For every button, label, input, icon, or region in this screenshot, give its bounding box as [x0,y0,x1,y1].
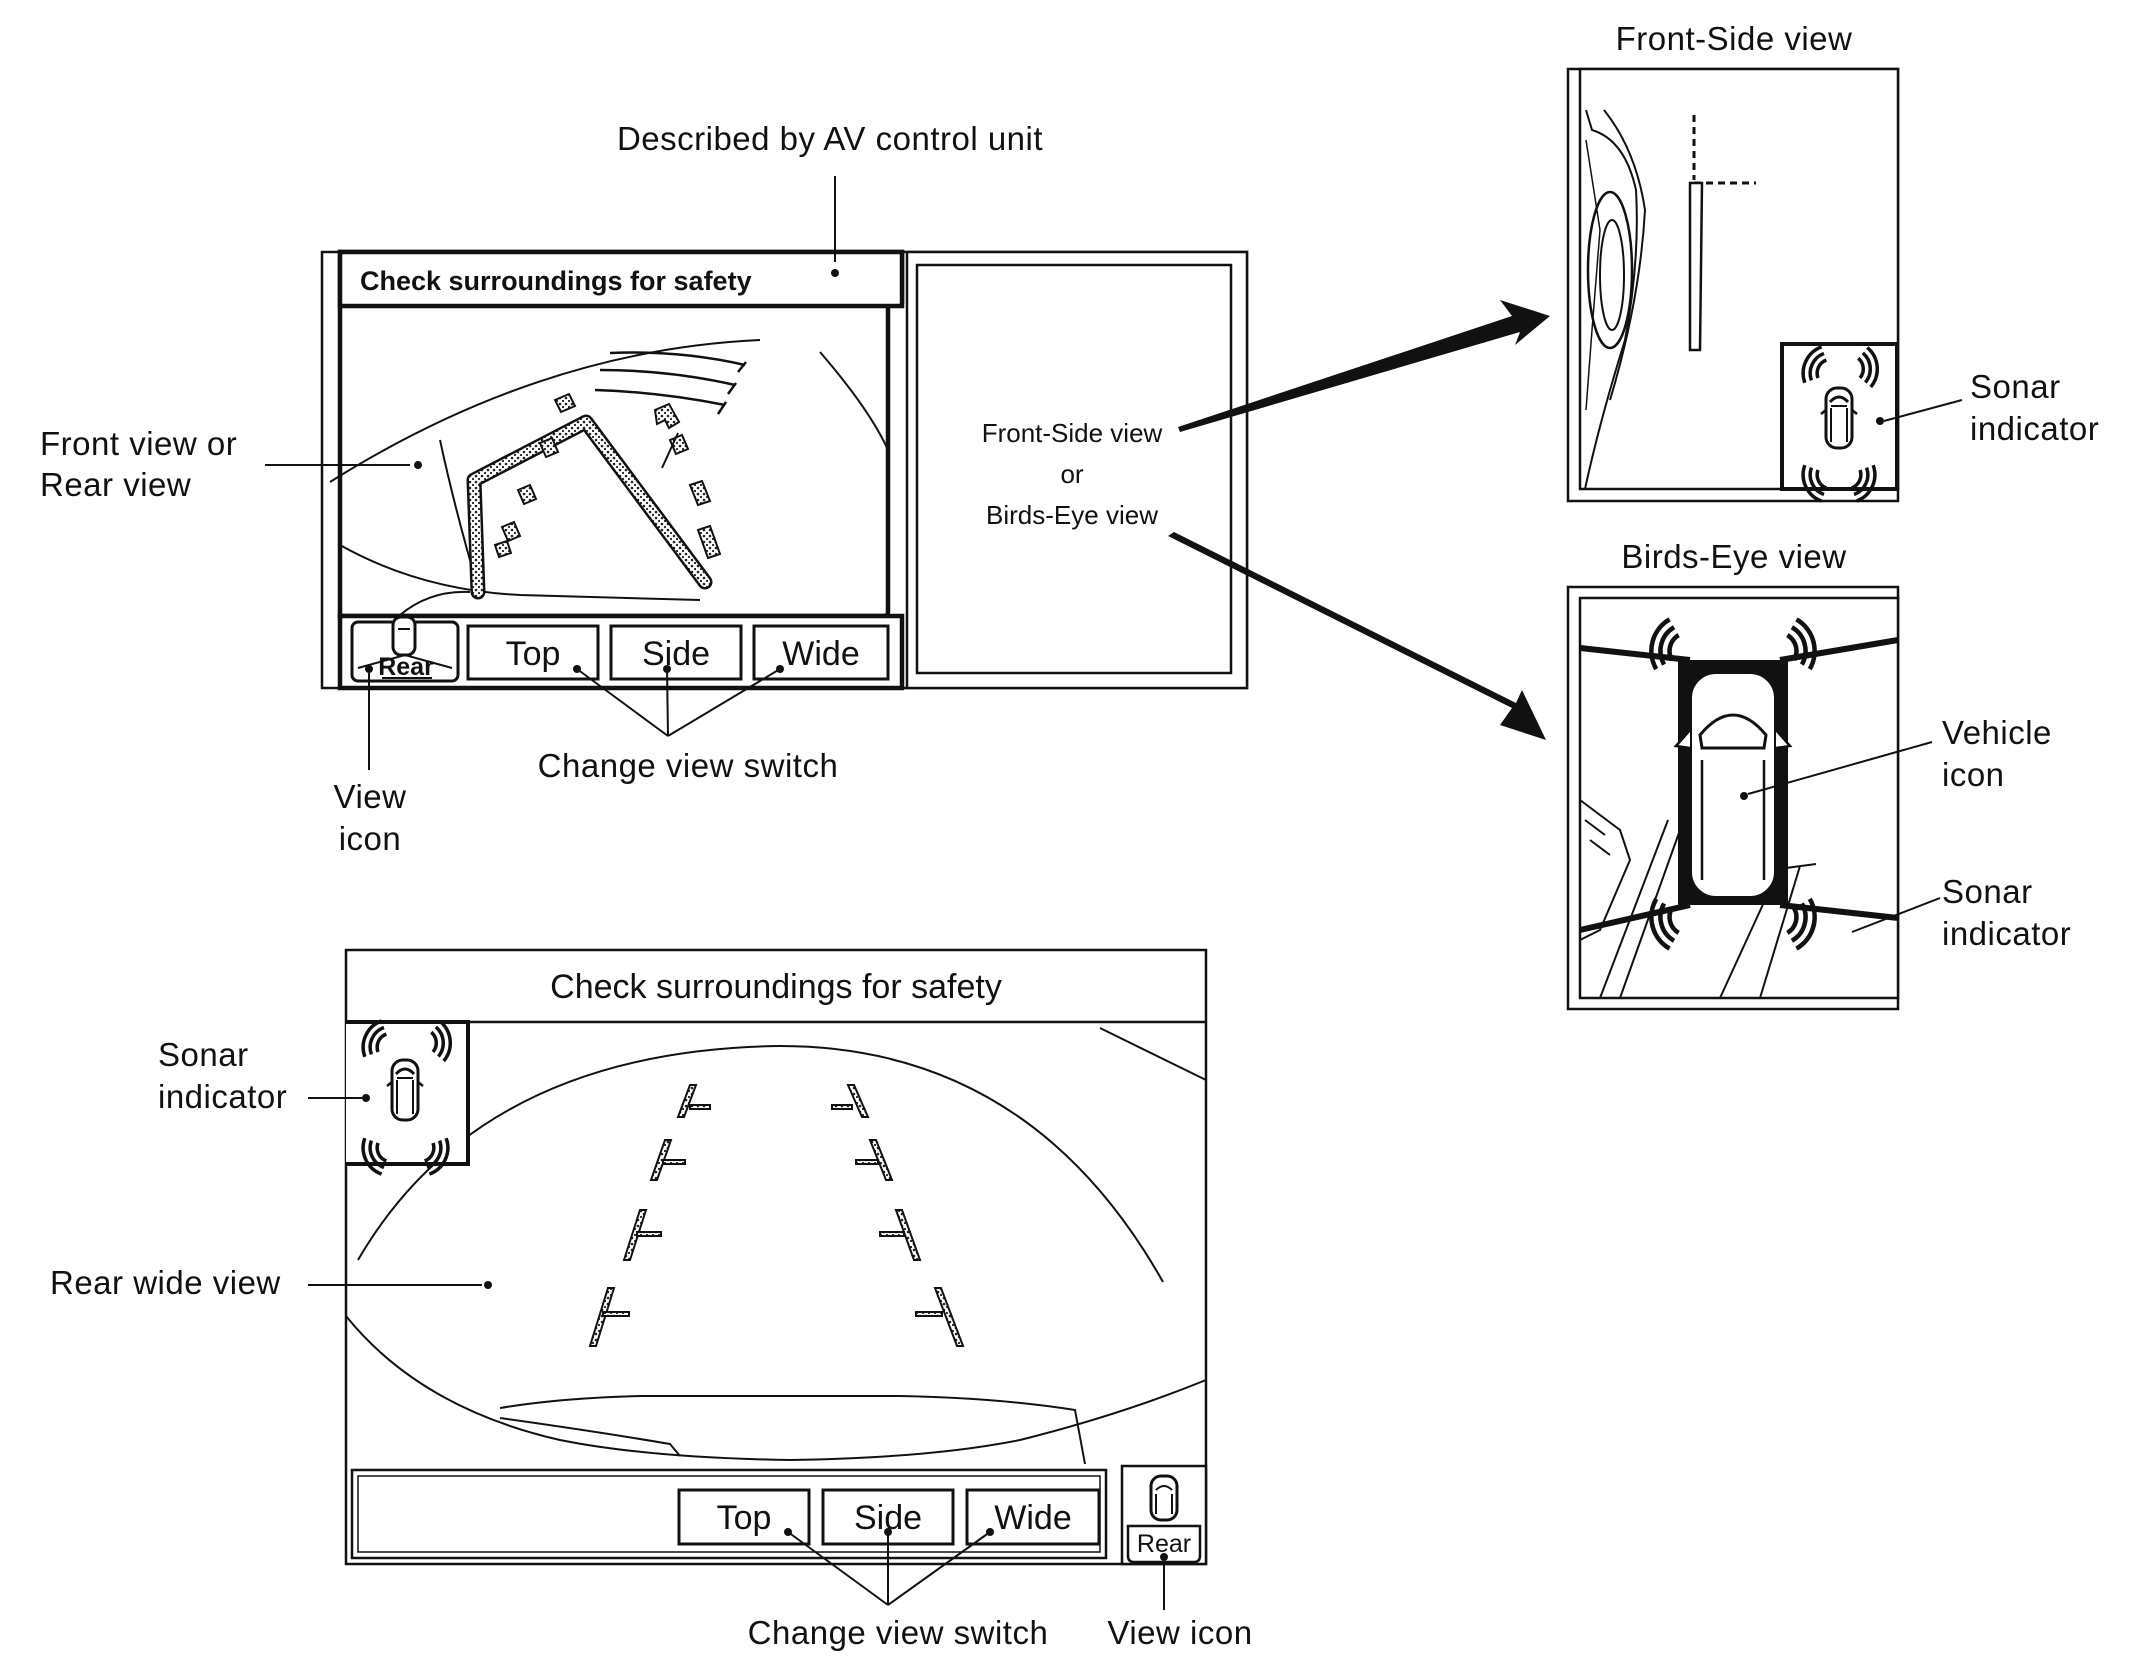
top-side-button[interactable]: Side [609,624,743,681]
top-wide-button-label: Wide [782,635,859,673]
vehicle-icon-label-1: Vehicle [1942,714,2052,751]
top-callouts: Described by AV control unit Front view … [40,120,1043,857]
bottom-wide-button[interactable]: Wide [965,1488,1101,1546]
bottom-callouts: Sonar indicator Rear wide view Change vi… [50,1036,1252,1651]
front-side-sonar-indicator [1780,342,1899,503]
front-or-rear-label-2: Rear view [40,466,191,503]
view-icon-bottom-label: View icon [1107,1614,1252,1651]
side-panel-line2: or [1060,459,1083,489]
birds-eye-vehicle [1673,660,1793,905]
top-header-text: Check surroundings for safety [360,266,752,296]
birds-eye-title: Birds-Eye view [1621,538,1846,575]
change-view-bottom-label: Change view switch [748,1614,1049,1651]
sonar-bottom-label-2: indicator [158,1078,287,1115]
arrow-to-front-side [1178,300,1550,432]
top-top-button-label: Top [506,635,561,673]
side-panel-line3: Birds-Eye view [986,500,1158,530]
bottom-wide-button-label: Wide [994,1499,1071,1537]
bottom-header-text: Check surroundings for safety [550,968,1002,1006]
birds-eye-sonar-label-2: indicator [1942,915,2071,952]
described-by-label: Described by AV control unit [617,120,1043,157]
top-header-bar [337,249,905,309]
birds-eye-panel: Birds-Eye view Vehicle icon [1566,538,2071,1011]
front-side-sonar-label-2: indicator [1970,410,2099,447]
birds-eye-sonar-label-1: Sonar [1942,873,2033,910]
front-or-rear-label-1: Front view or [40,425,237,462]
change-view-top-label: Change view switch [538,747,839,784]
view-icon-top-label-2: icon [339,820,402,857]
bottom-sonar-indicator [346,1019,470,1176]
bottom-view-icon[interactable]: Rear [1120,1464,1208,1566]
arrow-to-birds-eye [1168,532,1546,740]
bottom-screen-frame [344,948,1208,1566]
rear-wide-view-label: Rear wide view [50,1264,281,1301]
bottom-top-button[interactable]: Top [677,1488,811,1546]
bottom-screen: Check surroundings for safety [344,948,1208,1566]
top-screen: Check surroundings for safety [320,249,1550,740]
top-camera-view: Check surroundings for safety [329,249,905,619]
view-icon-top-label-1: View [334,778,407,815]
front-side-title: Front-Side view [1616,20,1853,57]
side-panel-line1: Front-Side view [982,418,1163,448]
top-side-panel: Front-Side view or Birds-Eye view [905,250,1249,690]
bottom-top-button-label: Top [717,1499,772,1537]
bottom-camera-view [345,1027,1207,1465]
front-side-sonar-label-1: Sonar [1970,368,2061,405]
top-wide-button[interactable]: Wide [752,624,890,681]
vehicle-icon-label-2: icon [1942,756,2005,793]
front-side-panel: Front-Side view Sonar indicator [1566,20,2099,503]
top-view-icon[interactable]: Rear [350,615,460,683]
top-view-icon-label: Rear [378,653,434,681]
sonar-bottom-label-1: Sonar [158,1036,249,1073]
top-side-button-label: Side [642,635,710,673]
